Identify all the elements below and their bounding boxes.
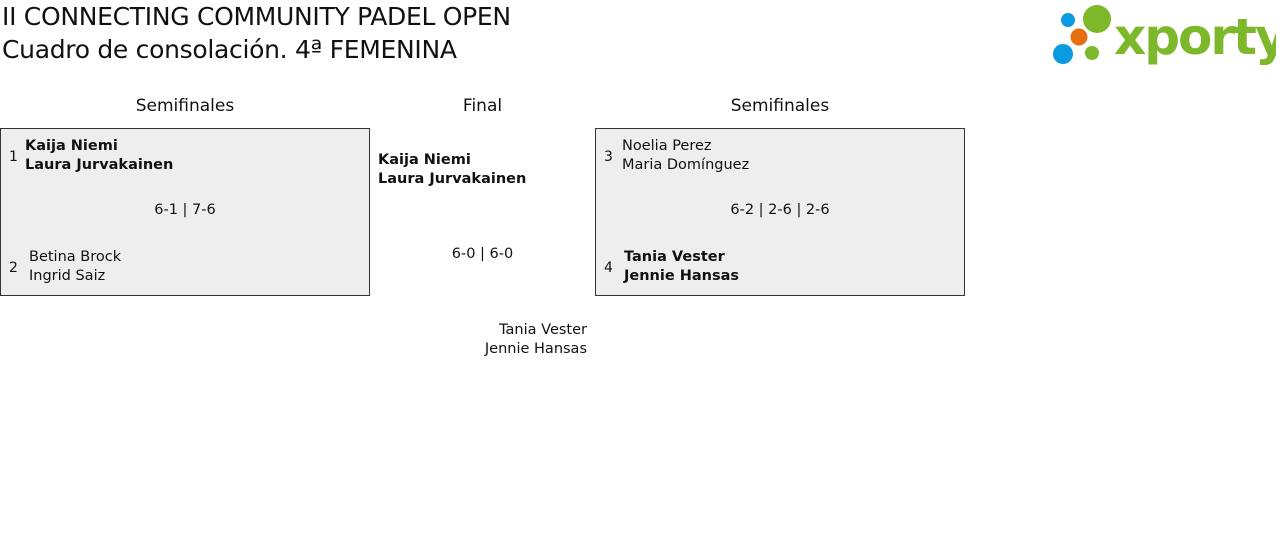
final-score: 6-0 | 6-0 <box>451 246 514 262</box>
player-name: Jennie Hansas <box>624 268 740 284</box>
match-score: 6-1 | 7-6 <box>154 202 216 218</box>
seed-number: 1 <box>9 149 18 165</box>
player-name: Noelia Perez <box>622 138 712 154</box>
player-name: Ingrid Saiz <box>29 268 106 284</box>
player-name: Laura Jurvakainen <box>378 171 527 187</box>
match-score: 6-2 | 2-6 | 2-6 <box>730 202 830 218</box>
player-name: Maria Domínguez <box>622 157 750 173</box>
player-name: Betina Brock <box>29 249 122 265</box>
player-name: Kaija Niemi <box>378 152 471 168</box>
semifinal-match-1[interactable]: 1 Kaija Niemi Laura Jurvakainen 6-1 | 7-… <box>0 128 370 296</box>
xporty-logo: xporty <box>1053 5 1276 66</box>
player-name: Kaija Niemi <box>25 138 118 154</box>
final-team-2: Tania Vester Jennie Hansas <box>485 321 587 359</box>
round-header-final: Final <box>462 96 503 116</box>
player-name: Tania Vester <box>624 249 725 265</box>
seed-number: 2 <box>9 260 18 276</box>
semifinal-match-2[interactable]: 3 Noelia Perez Maria Domínguez 6-2 | 2-6… <box>595 128 965 296</box>
seed-number: 4 <box>604 260 613 276</box>
player-name: Laura Jurvakainen <box>25 157 174 173</box>
svg-text:xporty: xporty <box>1114 8 1276 66</box>
seed-number: 3 <box>604 149 613 165</box>
round-header-semifinal-left: Semifinales <box>135 96 235 116</box>
player-name: Tania Vester <box>499 322 587 338</box>
round-header-semifinal-right: Semifinales <box>730 96 830 116</box>
final-team-1: Kaija Niemi Laura Jurvakainen <box>378 151 526 189</box>
player-name: Jennie Hansas <box>484 341 587 357</box>
team-winner: Tania Vester Jennie Hansas <box>624 248 739 286</box>
team-winner: Kaija Niemi Laura Jurvakainen <box>25 137 173 175</box>
tournament-title: II CONNECTING COMMUNITY PADEL OPEN <box>2 2 511 31</box>
team-loser: Betina Brock Ingrid Saiz <box>29 248 121 286</box>
draw-subtitle: Cuadro de consolación. 4ª FEMENINA <box>2 35 457 64</box>
team-loser: Noelia Perez Maria Domínguez <box>622 137 749 175</box>
